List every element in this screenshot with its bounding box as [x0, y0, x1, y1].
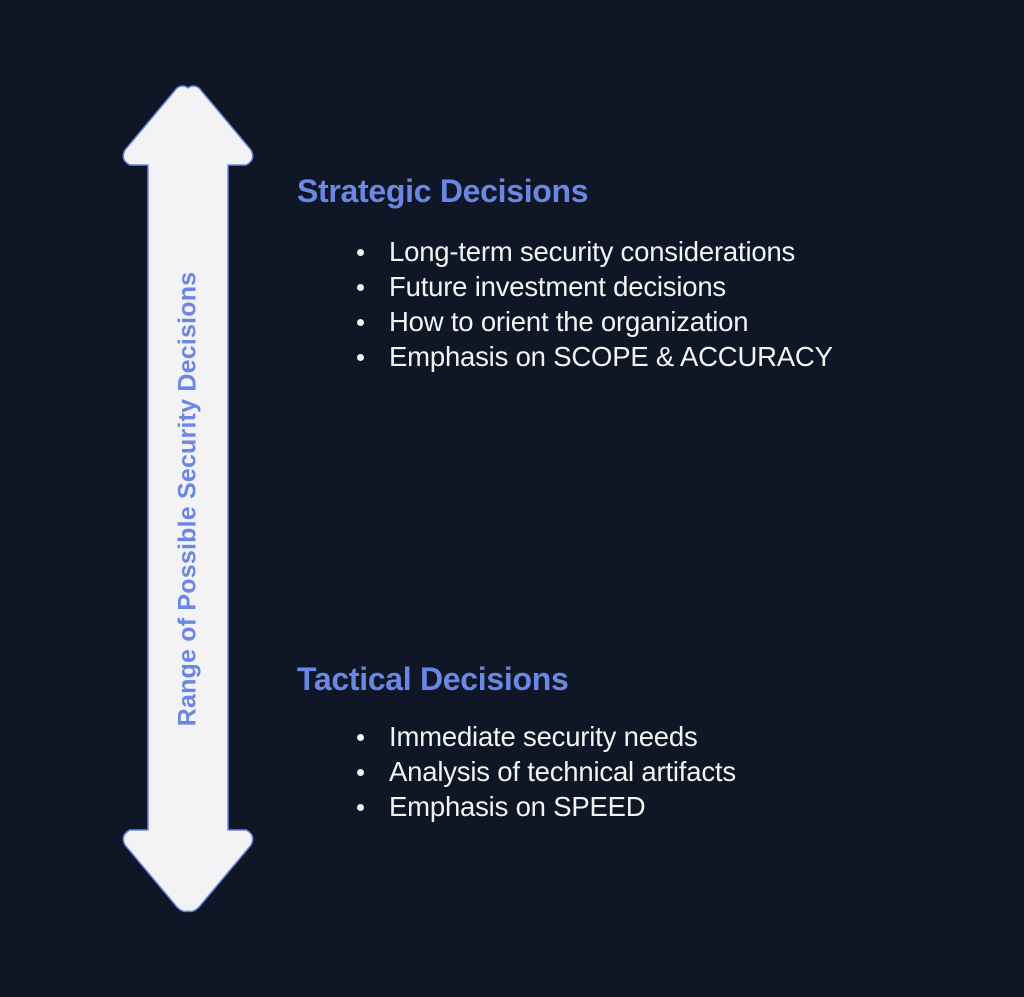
axis-label: Range of Possible Security Decisions: [173, 271, 202, 727]
tactical-decisions-list: Immediate security needs Analysis of tec…: [357, 719, 736, 824]
strategic-decisions-list: Long-term security considerations Future…: [357, 234, 833, 374]
double-arrow-shape: [122, 85, 254, 913]
list-item: How to orient the organization: [357, 304, 833, 339]
list-item: Emphasis on SCOPE & ACCURACY: [357, 339, 833, 374]
list-item: Immediate security needs: [357, 719, 736, 754]
list-item: Emphasis on SPEED: [357, 789, 736, 824]
list-item: Analysis of technical artifacts: [357, 754, 736, 789]
list-item: Long-term security considerations: [357, 234, 833, 269]
list-item: Future investment decisions: [357, 269, 833, 304]
tactical-decisions-title: Tactical Decisions: [297, 661, 569, 697]
strategic-decisions-title: Strategic Decisions: [297, 173, 589, 209]
